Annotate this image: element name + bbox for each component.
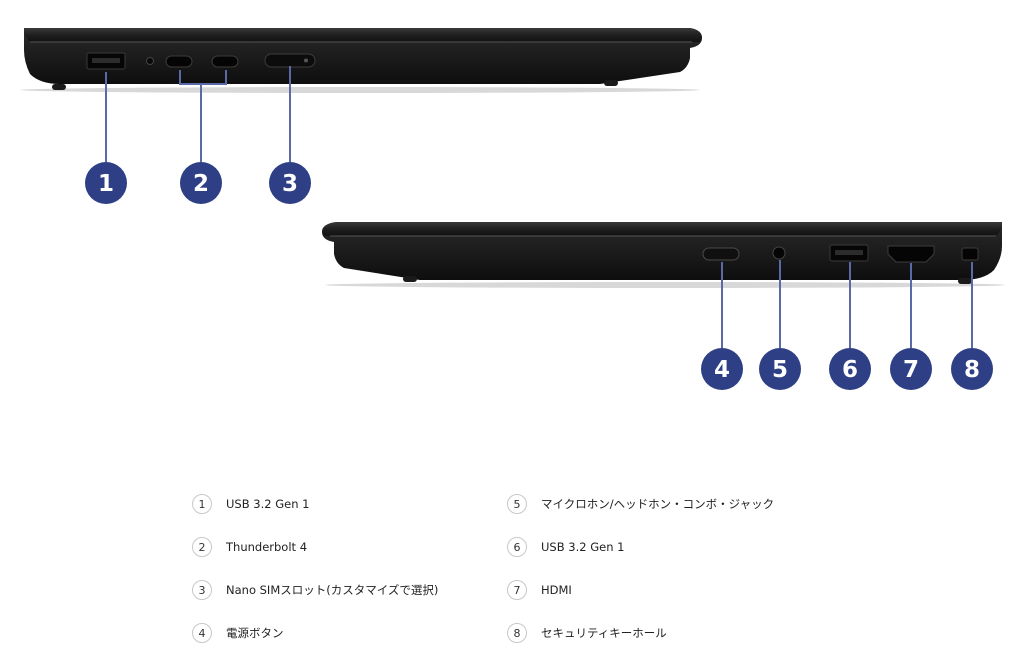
callout-4-circle [701,348,743,390]
legend-label-4: 電源ボタン [226,626,284,640]
left-side-lid [24,28,702,42]
legend-label-2: Thunderbolt 4 [226,540,308,554]
callout-8-number: 8 [964,357,980,383]
port-legend: 1 USB 3.2 Gen 1 2 Thunderbolt 4 3 Nano S… [0,482,1024,662]
left-side-foot-front [52,84,66,90]
legend-item-7: 7 HDMI [507,578,572,602]
callout-7-circle [890,348,932,390]
legend-label-5: マイクロホン/ヘッドホン・コンボ・ジャック [541,497,775,511]
audio-jack [772,246,786,260]
legend-item-5: 5 マイクロホン/ヘッドホン・コンボ・ジャック [507,492,774,516]
legend-label-6: USB 3.2 Gen 1 [541,540,625,554]
right-side-shadow [325,282,1005,288]
callout-3-number: 3 [282,171,298,197]
callout-6-circle [829,348,871,390]
legend-number-2: 2 [192,537,212,557]
callout-8-circle [951,348,993,390]
leader-lines [105,66,973,348]
callout-2: 2 [180,162,222,204]
right-side-lid [322,222,1002,236]
callout-6: 6 [829,348,871,390]
legend-item-8: 8 セキュリティキーホール [507,621,667,645]
callout-5: 5 [759,348,801,390]
legend-number-8: 8 [507,623,527,643]
legend-number-1: 1 [192,494,212,514]
legend-number-4: 4 [192,623,212,643]
callout-3: 3 [269,162,311,204]
usb-c-port-1 [165,55,193,68]
left-side-foot-rear [604,80,618,86]
callout-4: 4 [701,348,743,390]
leader-bracket-2 [179,70,227,85]
legend-label-3: Nano SIMスロット(カスタマイズで選択) [226,583,439,597]
usb-a-port-right-tongue [835,250,863,255]
legend-item-3: 3 Nano SIMスロット(カスタマイズで選択) [192,578,438,602]
right-side-foot-rear [403,276,417,282]
legend-item-4: 4 電源ボタン [192,621,284,645]
legend-number-6: 6 [507,537,527,557]
usb-c-port-2 [211,55,239,68]
laptop-ports-diagram: 1 2 3 4 5 6 7 8 [20,28,1005,390]
callout-2-number: 2 [193,171,209,197]
callout-3-circle [269,162,311,204]
legend-label-1: USB 3.2 Gen 1 [226,497,310,511]
legend-label-8: セキュリティキーホール [541,626,667,640]
callout-1-circle [85,162,127,204]
power-button [702,247,740,261]
callout-8: 8 [951,348,993,390]
callout-6-number: 6 [842,357,858,383]
legend-number-7: 7 [507,580,527,600]
callout-2-circle [180,162,222,204]
left-side-shadow [20,87,700,93]
hdmi-port [887,245,935,263]
callout-7: 7 [890,348,932,390]
usb-a-port-left-tongue [92,58,120,63]
callout-5-circle [759,348,801,390]
laptop-right-side [322,222,1005,288]
legend-number-5: 5 [507,494,527,514]
callout-5-number: 5 [772,357,788,383]
laptop-left-side [20,28,702,93]
legend-number-3: 3 [192,580,212,600]
right-side-foot-front [958,278,972,284]
callout-1: 1 [85,162,127,204]
legend-item-1: 1 USB 3.2 Gen 1 [192,492,309,516]
callout-7-number: 7 [903,357,919,383]
security-lock-slot [961,247,979,261]
legend-item-6: 6 USB 3.2 Gen 1 [507,535,624,559]
callout-4-number: 4 [714,357,730,383]
indicator-led [146,57,154,65]
callout-1-number: 1 [98,171,114,197]
legend-item-2: 2 Thunderbolt 4 [192,535,307,559]
legend-label-7: HDMI [541,583,572,597]
sim-tray-eject-hole [304,58,308,63]
